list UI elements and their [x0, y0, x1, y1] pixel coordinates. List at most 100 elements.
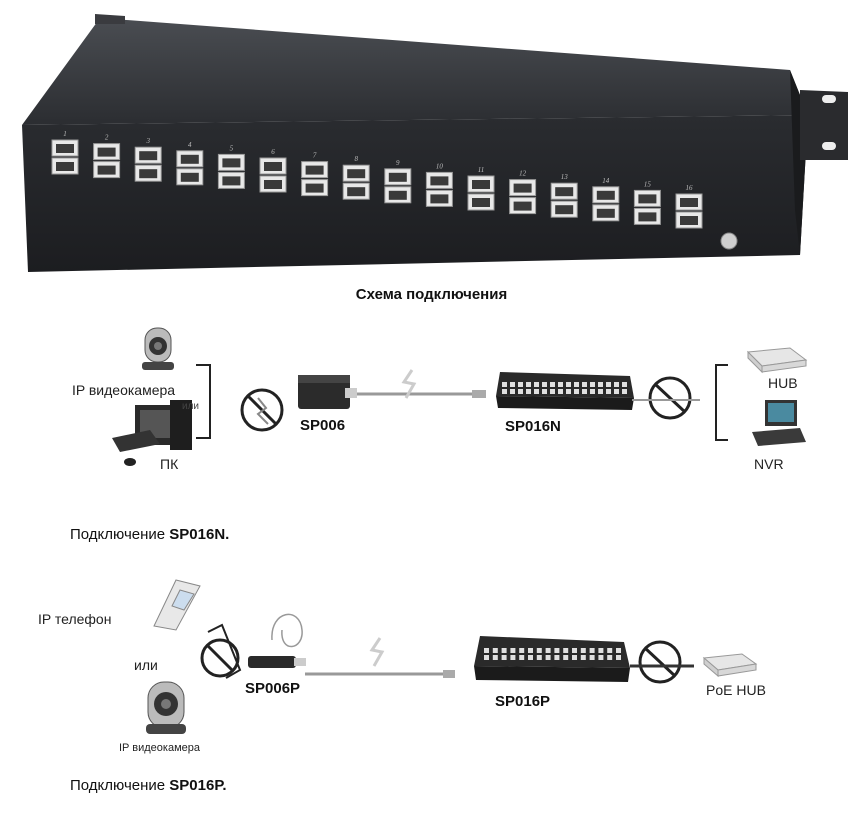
mini-port	[501, 655, 507, 660]
port-number: 3	[145, 137, 150, 145]
diagram-sp016n: IP видеокамера или ПК SP006 SP016N HUB N…	[0, 310, 863, 510]
mini-port	[589, 655, 595, 660]
sp006-label: SP006	[300, 417, 346, 434]
port-number: 5	[230, 144, 234, 152]
diagram-sp016p: IP телефон или IP видеокамера SP006P SP0…	[0, 570, 863, 760]
port-number: 16	[686, 184, 694, 192]
mini-port	[518, 389, 523, 394]
port-number: 9	[396, 159, 400, 167]
mini-port	[607, 655, 613, 660]
poe-hub-label: PoE HUB	[706, 682, 766, 698]
pc-icon	[112, 400, 192, 466]
rj45-port-pair: 6	[259, 148, 287, 193]
mini-port	[526, 382, 531, 387]
mini-port	[574, 382, 579, 387]
section-title: Схема подключения	[355, 286, 508, 303]
mini-port	[510, 648, 516, 653]
mini-port	[526, 389, 531, 394]
no-lightning-icon	[200, 638, 240, 678]
port-number: 8	[354, 155, 358, 163]
rj45-port-pair: 13	[550, 173, 578, 218]
caption-prefix: Подключение	[70, 777, 170, 794]
mini-port	[598, 389, 603, 394]
ip-phone-label: IP телефон	[38, 611, 112, 627]
mini-port	[580, 648, 586, 653]
rj45-port-pair: 2	[93, 134, 121, 179]
port-number: 6	[271, 148, 275, 156]
mini-port	[590, 382, 595, 387]
ip-camera-label: IP видеокамера	[119, 742, 200, 754]
mini-port	[558, 382, 563, 387]
nvr-icon	[752, 400, 806, 446]
sp016p-label: SP016P	[495, 693, 551, 710]
caption-model: SP016N.	[169, 526, 230, 543]
mini-port	[572, 648, 577, 653]
port-number: 7	[313, 152, 317, 160]
port-number: 2	[105, 134, 109, 142]
rj45-port-pair: 7	[301, 152, 329, 197]
mini-port	[510, 389, 515, 394]
rj45-port-pair: 1	[51, 130, 79, 175]
mini-port	[542, 382, 547, 387]
rj45-port-pair: 4	[176, 141, 204, 186]
mini-port	[534, 389, 539, 394]
mini-port	[534, 382, 539, 387]
caption-sp016n: Подключение SP016N.	[70, 526, 229, 543]
mini-port	[598, 382, 603, 387]
port-number: 15	[644, 180, 652, 188]
mini-port	[545, 655, 551, 660]
mini-port	[519, 648, 525, 653]
ip-camera-label: IP видеокамера	[72, 382, 176, 398]
port-number: 10	[436, 162, 444, 170]
nvr-label: NVR	[754, 456, 784, 472]
mini-port	[572, 655, 577, 660]
sp016p-panel-icon	[474, 636, 630, 682]
mini-port	[492, 655, 498, 660]
port-number: 12	[519, 170, 527, 178]
sp006-device-icon	[298, 375, 357, 409]
mini-port	[563, 655, 569, 660]
mini-port	[492, 648, 498, 653]
mini-port	[518, 382, 523, 387]
mini-port	[545, 648, 551, 653]
mini-port	[554, 655, 560, 660]
caption-prefix: Подключение	[70, 526, 170, 543]
mini-port	[510, 382, 515, 387]
rj45-port-pair: 11	[467, 166, 495, 211]
port-number: 4	[188, 141, 192, 149]
rj45-port-pair: 9	[384, 159, 412, 204]
mini-port	[519, 655, 525, 660]
mini-port	[582, 389, 587, 394]
diagram-sp016n-graphics	[112, 327, 808, 466]
rj45-port-pair: 12	[509, 170, 537, 215]
hub-label: HUB	[768, 375, 798, 391]
no-lightning-icon	[632, 376, 700, 420]
sp006p-device-icon	[248, 613, 306, 668]
mini-port	[622, 389, 627, 394]
rj45-port-pair: 3	[134, 137, 162, 182]
caption-model: SP016P.	[169, 777, 227, 794]
or-label: или	[134, 657, 158, 673]
port-number: 11	[478, 166, 484, 174]
mini-port	[622, 382, 627, 387]
mini-port	[606, 389, 611, 394]
diagram-sp016p-graphics	[146, 579, 758, 734]
no-lightning-icon	[240, 388, 284, 432]
mini-port	[598, 655, 604, 660]
mini-port	[528, 648, 533, 653]
mini-port	[580, 655, 586, 660]
mini-port	[536, 655, 542, 660]
rj45-port-pair: 5	[217, 144, 245, 189]
mini-port	[614, 389, 619, 394]
rj45-port-pair: 16	[675, 184, 703, 229]
mini-port	[574, 389, 579, 394]
mini-port	[550, 389, 555, 394]
mini-port	[566, 382, 571, 387]
mini-port	[558, 389, 563, 394]
mini-port	[616, 648, 621, 653]
mini-port	[614, 382, 619, 387]
ip-phone-icon	[153, 579, 201, 631]
no-lightning-icon	[630, 640, 694, 684]
